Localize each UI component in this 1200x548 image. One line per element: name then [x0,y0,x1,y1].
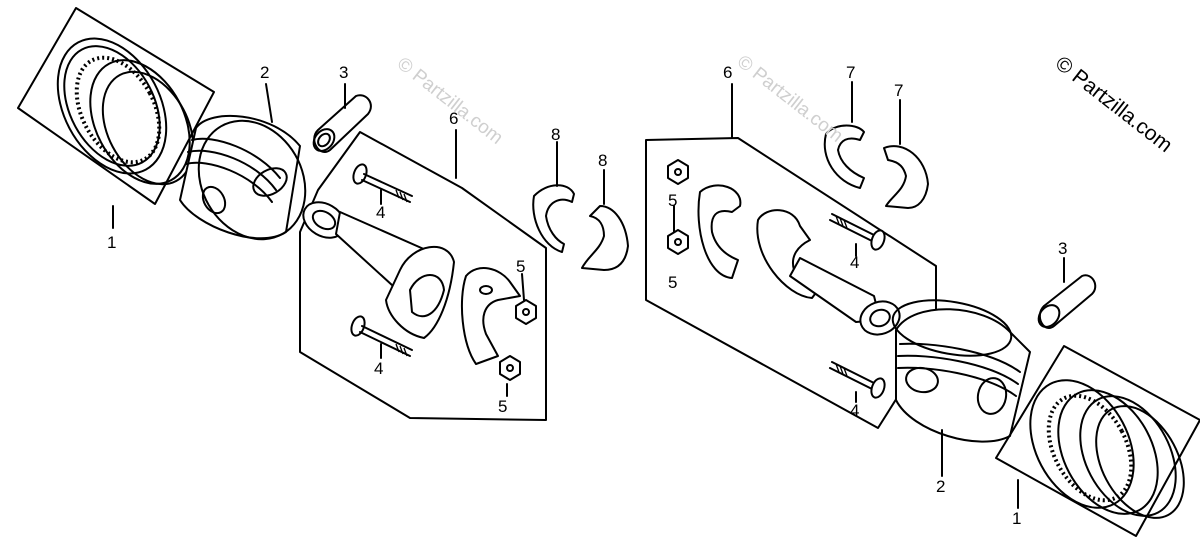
callout-8-left-lower: 8 [598,151,607,170]
callout-numbers: 1 2 3 4 4 5 5 6 8 8 6 7 7 5 5 4 4 3 2 1 [107,63,1067,528]
rod-nut-lower-left [499,355,521,381]
callout-7-right-upper: 7 [846,63,855,82]
callout-5-right-upper: 5 [668,191,677,210]
bearing-lower-right [883,145,929,209]
piston-ring-set-right [995,345,1200,537]
callout-5-right-lower: 5 [668,273,677,292]
rod-cap-right [697,184,742,279]
callout-6-left: 6 [449,109,458,128]
watermark-faint-left: © Partzilla.com [393,53,507,148]
connecting-rod-left [302,201,455,339]
callout-3-left: 3 [339,63,348,82]
connecting-rod-right [756,209,901,336]
rod-bolt-lower-left [350,315,413,357]
callout-8-left-upper: 8 [551,125,560,144]
callout-1-right: 1 [1012,509,1021,528]
bearing-upper-left [532,184,575,253]
callout-leaders-right [673,81,1065,509]
callout-6-right: 6 [723,63,732,82]
watermark-main: © Partzilla.com [1051,52,1177,157]
callout-2-right: 2 [936,477,945,496]
rod-bolt-upper-right [829,213,886,251]
rod-nut-upper-left [515,299,537,325]
piston-pin-right [1037,274,1097,329]
bearing-lower-left [581,205,629,271]
rod-bolt-lower-right [829,361,886,399]
callout-3-right: 3 [1058,239,1067,258]
callout-4-left-upper: 4 [376,203,385,222]
rod-nut-upper-right [667,159,689,185]
callout-leaders-left [112,83,605,397]
piston-pin-left [312,94,372,153]
rod-cap-left [460,267,521,365]
piston-right [891,299,1031,443]
piston-left [179,114,307,241]
rod-bolt-upper-left [352,163,413,203]
callout-5-left-upper: 5 [516,257,525,276]
callout-4-right-lower: 4 [850,401,859,420]
connecting-rod-group-left [299,131,547,421]
callout-4-left-lower: 4 [374,359,383,378]
callout-2-left: 2 [260,63,269,82]
callout-1-left: 1 [107,233,116,252]
callout-7-right-lower: 7 [894,81,903,100]
watermark-faint-right: © Partzilla.com [733,51,847,146]
bearing-upper-right [823,124,865,189]
callout-4-right-upper: 4 [850,253,859,272]
piston-ring-set-left [17,7,215,205]
rod-nut-lower-right [667,229,689,255]
callout-5-left-lower: 5 [498,397,507,416]
